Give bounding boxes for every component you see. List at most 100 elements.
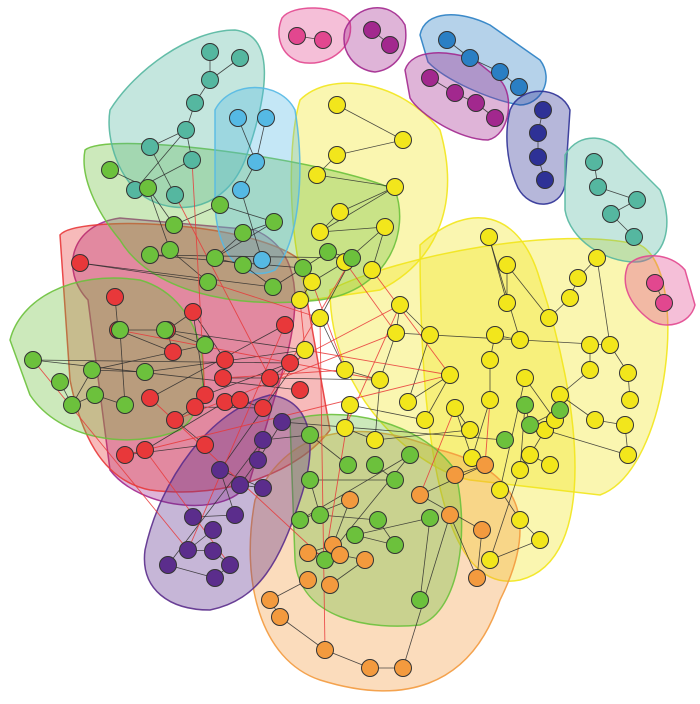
node-yellow[interactable] [366,431,384,449]
node-yellow[interactable] [446,399,464,417]
node-green[interactable] [496,431,514,449]
node-green[interactable] [234,224,252,242]
node-purple[interactable] [184,508,202,526]
node-orange[interactable] [321,576,339,594]
node-pink[interactable] [314,31,332,49]
node-yellow[interactable] [394,131,412,149]
node-yellow[interactable] [308,166,326,184]
node-yellow[interactable] [296,341,314,359]
node-red[interactable] [106,288,124,306]
node-purple[interactable] [204,542,222,560]
node-blue[interactable] [438,31,456,49]
node-orange[interactable] [331,546,349,564]
node-orange[interactable] [356,551,374,569]
node-orange[interactable] [411,486,429,504]
node-yellow[interactable] [516,369,534,387]
node-yellow[interactable] [481,351,499,369]
node-yellow[interactable] [581,336,599,354]
node-teal[interactable] [602,205,620,223]
node-green[interactable] [311,506,329,524]
node-yellow[interactable] [341,396,359,414]
node-purple[interactable] [211,461,229,479]
node-yellow[interactable] [616,416,634,434]
node-blue[interactable] [510,78,528,96]
node-teal[interactable] [183,151,201,169]
node-green[interactable] [421,509,439,527]
node-purple[interactable] [249,451,267,469]
node-yellow[interactable] [376,218,394,236]
node-red[interactable] [216,393,234,411]
node-green[interactable] [111,321,129,339]
node-green[interactable] [196,336,214,354]
node-purple[interactable] [206,569,224,587]
node-green[interactable] [386,536,404,554]
node-yellow[interactable] [619,446,637,464]
node-teal[interactable] [585,153,603,171]
node-yellow[interactable] [363,261,381,279]
node-red[interactable] [231,391,249,409]
node-yellow[interactable] [387,324,405,342]
node-yellow[interactable] [619,364,637,382]
node-yellow[interactable] [521,446,539,464]
node-sky[interactable] [247,153,265,171]
node-teal[interactable] [628,191,646,209]
node-yellow[interactable] [498,256,516,274]
node-red[interactable] [281,354,299,372]
node-yellow[interactable] [481,391,499,409]
node-green[interactable] [206,249,224,267]
node-red[interactable] [261,369,279,387]
node-yellow[interactable] [511,511,529,529]
node-sky[interactable] [232,181,250,199]
node-green[interactable] [101,161,119,179]
node-navy[interactable] [536,171,554,189]
node-red[interactable] [254,399,272,417]
node-orange[interactable] [441,506,459,524]
node-yellow[interactable] [561,289,579,307]
node-green[interactable] [411,591,429,609]
node-green[interactable] [294,259,312,277]
node-sky[interactable] [229,109,247,127]
node-green[interactable] [136,363,154,381]
node-yellow[interactable] [586,411,604,429]
node-green[interactable] [211,196,229,214]
node-green[interactable] [156,321,174,339]
node-sky[interactable] [253,251,271,269]
node-orange[interactable] [299,571,317,589]
node-red[interactable] [71,254,89,272]
node-orange[interactable] [476,456,494,474]
node-magenta[interactable] [421,69,439,87]
node-magenta[interactable] [467,94,485,112]
node-orange[interactable] [446,466,464,484]
node-red[interactable] [141,389,159,407]
node-green[interactable] [316,551,334,569]
node-magenta[interactable] [381,36,399,54]
node-yellow[interactable] [498,294,516,312]
node-red[interactable] [196,436,214,454]
node-yellow[interactable] [511,461,529,479]
node-orange[interactable] [299,544,317,562]
node-yellow[interactable] [336,419,354,437]
node-green[interactable] [199,273,217,291]
node-green[interactable] [24,351,42,369]
node-green[interactable] [521,416,539,434]
node-green[interactable] [516,396,534,414]
node-yellow[interactable] [291,291,309,309]
node-green[interactable] [83,361,101,379]
node-green[interactable] [386,471,404,489]
node-yellow[interactable] [541,456,559,474]
node-yellow[interactable] [421,326,439,344]
node-yellow[interactable] [511,331,529,349]
node-orange[interactable] [361,659,379,677]
node-green[interactable] [369,511,387,529]
node-yellow[interactable] [441,366,459,384]
node-yellow[interactable] [328,96,346,114]
node-green[interactable] [234,256,252,274]
node-navy[interactable] [529,148,547,166]
node-purple[interactable] [254,479,272,497]
node-green[interactable] [165,216,183,234]
node-blue[interactable] [461,49,479,67]
node-green[interactable] [551,401,569,419]
node-magenta[interactable] [486,109,504,127]
node-red[interactable] [166,411,184,429]
node-green[interactable] [301,471,319,489]
